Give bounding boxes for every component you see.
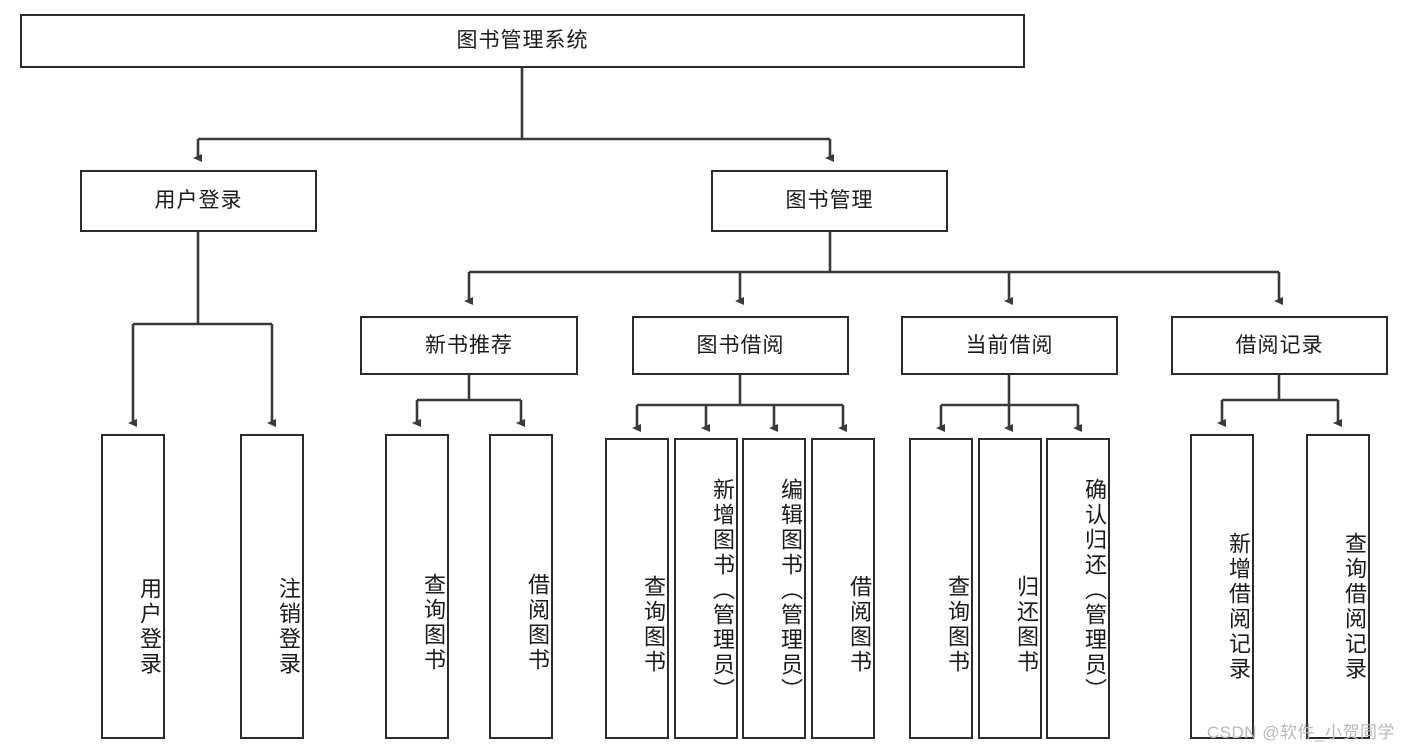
leaf-book-borrow-add-book-admin[interactable]: 新增图书（管理员） (674, 438, 738, 739)
node-label: 归还图书 (1014, 574, 1039, 675)
node-label: 用户登录 (137, 576, 162, 677)
csdn-watermark: CSDN @软件_小贺同学 (1206, 723, 1395, 742)
node-label: 新增图书（管理员） (710, 478, 735, 703)
leaf-new-book-borrow-book[interactable]: 借阅图书 (489, 434, 553, 739)
node-label: 编辑图书（管理员） (778, 478, 803, 703)
node-current-borrow[interactable]: 当前借阅 (901, 316, 1118, 375)
node-user-login[interactable]: 用户登录 (80, 170, 317, 232)
node-book-borrow[interactable]: 图书借阅 (632, 316, 849, 375)
leaf-borrow-record-add-record[interactable]: 新增借阅记录 (1190, 434, 1254, 739)
node-label: 图书管理 (785, 189, 874, 213)
node-label: 新书推荐 (425, 333, 513, 357)
node-label: 确认归还（管理员） (1082, 478, 1107, 703)
node-borrow-record[interactable]: 借阅记录 (1171, 316, 1388, 375)
node-new-book-recommend[interactable]: 新书推荐 (360, 316, 578, 375)
node-label: 查询借阅记录 (1342, 531, 1367, 682)
leaf-book-borrow-query-book[interactable]: 查询图书 (605, 438, 669, 739)
node-label: 新增借阅记录 (1226, 531, 1251, 682)
leaf-current-borrow-query-book[interactable]: 查询图书 (909, 438, 973, 739)
node-label: 当前借阅 (965, 333, 1054, 357)
leaf-book-borrow-edit-book-admin[interactable]: 编辑图书（管理员） (742, 438, 806, 739)
node-label: 借阅记录 (1235, 333, 1324, 357)
leaf-current-borrow-confirm-return-admin[interactable]: 确认归还（管理员） (1046, 438, 1110, 739)
node-root-book-management-system[interactable]: 图书管理系统 (20, 14, 1025, 68)
node-label: 借阅图书 (525, 572, 550, 673)
node-label: 查询图书 (421, 572, 446, 673)
leaf-new-book-query-book[interactable]: 查询图书 (385, 434, 449, 739)
node-book-management[interactable]: 图书管理 (711, 170, 948, 232)
node-label: 用户登录 (154, 189, 243, 213)
node-label: 注销登录 (276, 576, 301, 677)
node-label: 查询图书 (641, 574, 666, 675)
leaf-user-login-login[interactable]: 用户登录 (101, 434, 165, 739)
node-label: 图书管理系统 (456, 29, 589, 53)
node-label: 借阅图书 (847, 574, 872, 675)
leaf-current-borrow-return-book[interactable]: 归还图书 (978, 438, 1042, 739)
leaf-borrow-record-query-record[interactable]: 查询借阅记录 (1306, 434, 1370, 739)
node-label: 查询图书 (945, 574, 970, 675)
leaf-user-login-logout[interactable]: 注销登录 (240, 434, 304, 739)
node-label: 图书借阅 (696, 333, 785, 357)
leaf-book-borrow-borrow-book[interactable]: 借阅图书 (811, 438, 875, 739)
